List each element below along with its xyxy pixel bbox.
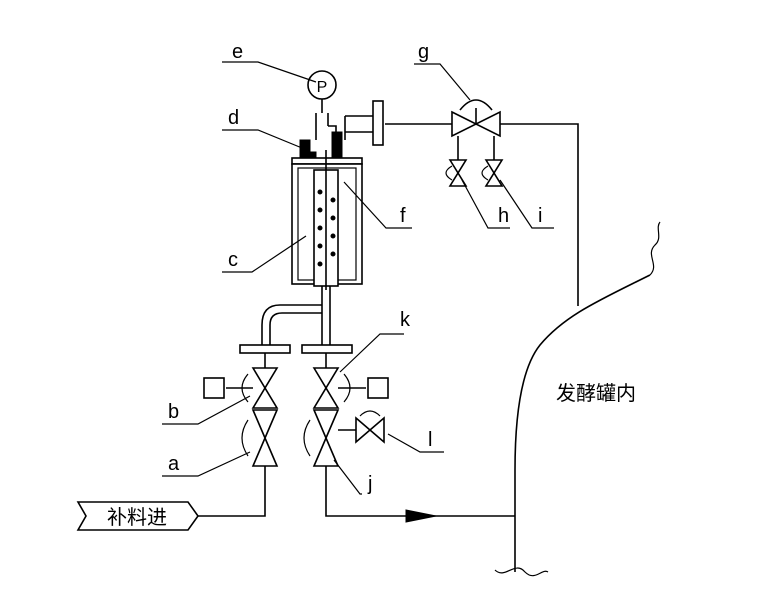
valve-l [338, 410, 385, 444]
leader-lines [162, 61, 554, 495]
vessel-dots [317, 189, 336, 267]
tank-label: 发酵罐内 [556, 381, 636, 405]
vessel-c [291, 150, 363, 290]
label-k: k [400, 309, 411, 331]
label-d: d [228, 107, 239, 129]
pressure-gauge: P [307, 70, 337, 140]
label-i: i [538, 205, 542, 227]
label-j: j [367, 473, 372, 495]
inlet-arrow: 补料进 [76, 501, 199, 531]
label-c: c [228, 249, 238, 271]
fermenter-tank [494, 221, 661, 577]
flange-top [336, 100, 384, 146]
gauge-symbol: P [317, 79, 328, 96]
label-b: b [168, 401, 179, 423]
vent-line [385, 123, 579, 306]
flow-arrow-icon [405, 509, 437, 523]
inlet-label: 补料进 [107, 505, 167, 529]
valve-b [203, 353, 279, 409]
valve-g [451, 99, 501, 138]
label-h: h [498, 205, 509, 227]
valve-h [445, 136, 468, 187]
valve-k [312, 353, 389, 409]
label-g: g [418, 41, 429, 63]
valve-j [303, 409, 515, 523]
part-labels: e d c f g h i k b a j l 发酵罐内 [168, 41, 636, 495]
label-e: e [232, 41, 243, 63]
valve-i [481, 136, 504, 187]
valve-a [198, 409, 279, 517]
bottom-piping [239, 286, 353, 354]
label-l: l [428, 429, 432, 451]
label-a: a [168, 453, 180, 475]
label-f: f [400, 205, 406, 227]
top-fittings [291, 131, 363, 165]
